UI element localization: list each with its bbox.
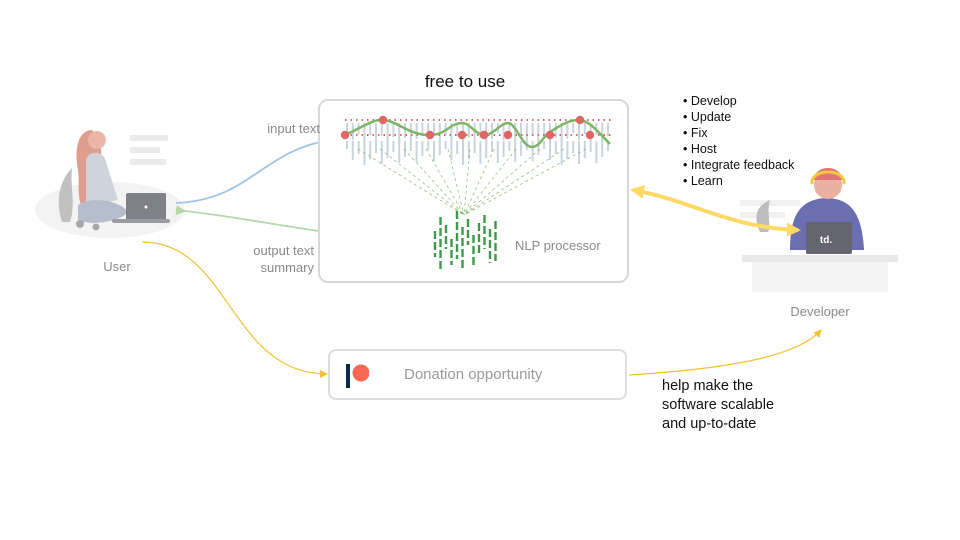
wave-node (503, 130, 512, 139)
wave-node (340, 130, 349, 139)
attention-line (463, 148, 540, 215)
task-item: Develop (683, 93, 794, 109)
attention-line (357, 148, 464, 215)
donation-box[interactable] (328, 349, 627, 400)
user-label: User (103, 259, 131, 274)
task-item: Integrate feedback (683, 157, 795, 173)
patreon-icon (346, 364, 369, 388)
attention-line (463, 148, 470, 215)
attention-line (463, 148, 564, 215)
donation-to-developer-arrow (628, 329, 822, 376)
wave-nodes (340, 115, 594, 139)
task-item: Host (683, 141, 794, 157)
wave-node (479, 130, 488, 139)
help-text-line: and up-to-date (662, 416, 757, 432)
attention-lines (357, 148, 586, 215)
nlp-processor-label: NLP processor (515, 238, 601, 253)
attention-line (447, 148, 464, 215)
output-text-label: output text summary (230, 242, 314, 276)
developer-illustration (740, 168, 898, 292)
developer-task-list: Develop Update Fix Host Integrate feedba… (683, 93, 795, 189)
user-illustration (35, 130, 185, 238)
help-text: help make the software scalable and up-t… (662, 377, 822, 434)
wave-node (378, 115, 387, 124)
developer-laptop-logo: td. (820, 235, 832, 246)
wave-node (545, 130, 554, 139)
help-text-line: help make the (662, 378, 754, 394)
attention-line (425, 148, 464, 215)
task-item: Update (683, 109, 794, 125)
attention-line (463, 148, 516, 215)
input-text-label: input text (267, 121, 320, 136)
wave-node (457, 130, 466, 139)
wave-curve (343, 118, 611, 148)
text-bars (345, 122, 609, 165)
wave-node (575, 115, 584, 124)
output-text-label-line1: output text (253, 243, 314, 258)
attention-line (463, 148, 586, 215)
attention-line (463, 148, 494, 215)
donation-label: Donation opportunity (404, 366, 543, 383)
page-title: free to use (424, 72, 506, 91)
developer-nlp-arrow (630, 185, 801, 237)
nlp-processor-box (318, 99, 629, 283)
wave-node (425, 130, 434, 139)
task-item: Learn (683, 173, 794, 189)
summary-bars (433, 210, 497, 271)
wave-node (585, 130, 594, 139)
task-item: Fix (683, 125, 794, 141)
help-text-line: software scalable (662, 397, 775, 413)
input-text-arrow (175, 136, 333, 204)
nlp-processor-graphic (340, 115, 613, 271)
attention-line (403, 148, 464, 215)
output-text-label-line2: summary (260, 260, 314, 275)
user-to-donation-arrow (141, 241, 328, 378)
developer-label: Developer (790, 304, 850, 319)
